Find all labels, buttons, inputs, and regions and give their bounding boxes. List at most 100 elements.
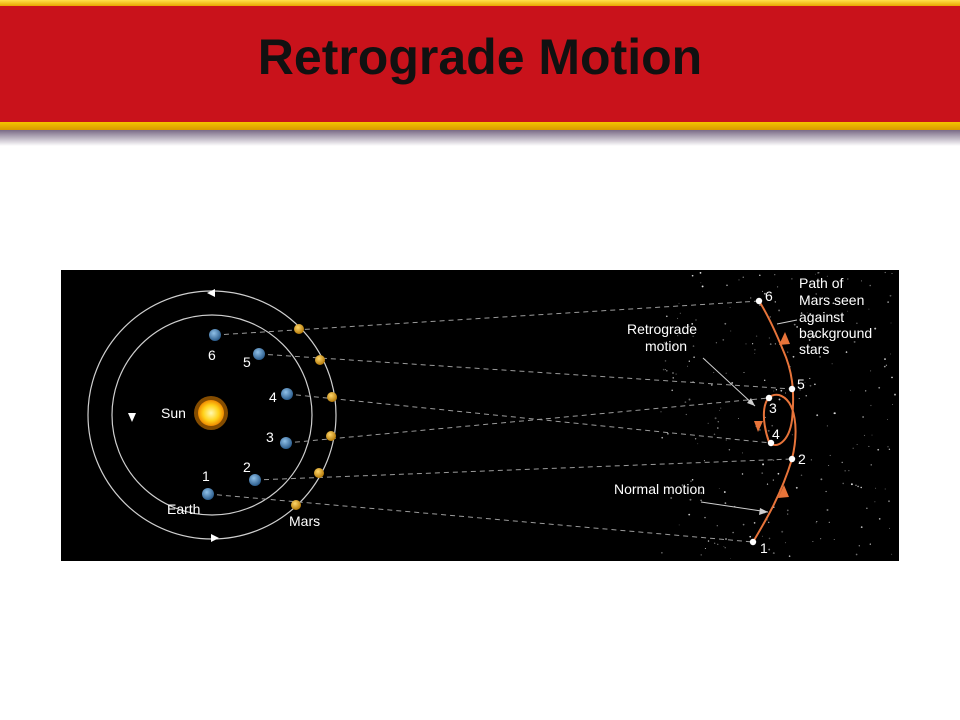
star [842,482,845,485]
path-arrow-top [779,332,790,345]
star [763,292,766,295]
star [725,439,727,441]
star [828,521,830,523]
earth-number-5: 5 [243,354,251,370]
star [845,351,848,353]
star [858,545,860,547]
star [894,393,896,396]
star [852,447,854,450]
star [865,390,867,392]
sky-position-6 [755,297,763,305]
star [713,433,716,436]
star [700,492,703,494]
star [667,432,669,435]
star [725,372,727,374]
star [767,429,770,432]
star [763,379,766,382]
star [884,358,886,361]
star [802,386,805,389]
retrograde-diagram-svg: Sun 1 2 3 4 5 6 Earth Mars [87,271,896,560]
mars-position-1 [291,500,301,510]
star [885,364,888,366]
path-label: Path of Mars seen against background sta… [799,275,872,357]
star [812,541,814,542]
orbit-arrow-left [128,413,136,422]
path-arrow-retrograde [754,421,763,432]
star [809,384,812,387]
sky-position-2 [788,455,796,463]
star [688,513,691,516]
star [753,522,756,524]
earth-positions [202,329,293,500]
retrograde-label-line-1: Retrograde [627,321,697,337]
star [675,373,677,375]
star [755,335,758,337]
normal-label-leader [700,501,769,513]
star [715,342,718,344]
star [826,275,828,277]
star [724,502,727,504]
sky-position-1 [749,538,757,546]
star [716,427,719,429]
star [890,353,891,355]
star [826,425,828,427]
star [798,398,800,400]
star [724,547,726,549]
sky-number-5: 5 [797,376,805,392]
star [825,490,827,493]
star [690,480,692,483]
path-label-line-4: background [799,325,872,341]
star [820,478,823,481]
star [807,296,809,298]
star [815,522,817,524]
banner-top-stripe [0,0,960,6]
retrograde-diagram: Sun 1 2 3 4 5 6 Earth Mars [61,270,899,561]
star [701,285,704,288]
star [662,368,665,371]
star [884,271,886,274]
star [887,301,889,303]
star [777,472,780,475]
star [816,414,819,417]
star [890,322,892,324]
star [778,398,781,401]
star [737,418,739,419]
banner-bottom-stripe [0,122,960,130]
star [877,448,880,451]
star [741,452,743,454]
star [787,513,789,515]
star [791,278,793,280]
star [806,312,808,314]
star [796,326,798,328]
star [759,429,761,431]
star [679,312,681,314]
star [888,527,891,529]
star [730,558,731,560]
star [871,434,873,436]
star [888,448,891,450]
star [762,290,763,292]
star [809,377,811,379]
star [792,355,795,358]
star [775,389,778,391]
star [714,542,716,544]
star [788,555,791,557]
star [720,407,722,409]
star [754,353,756,354]
earth-label: Earth [167,501,200,517]
star [663,341,665,343]
star [799,389,801,391]
star [814,383,816,386]
star [661,436,664,439]
star [665,369,667,371]
mars-position-4 [327,392,337,402]
star [828,464,830,466]
star [773,390,775,392]
star [791,434,793,436]
star [688,398,691,401]
star [717,543,719,545]
star [678,524,680,526]
star [777,286,779,288]
path-label-line-2: Mars seen [799,292,864,308]
star [781,530,784,533]
